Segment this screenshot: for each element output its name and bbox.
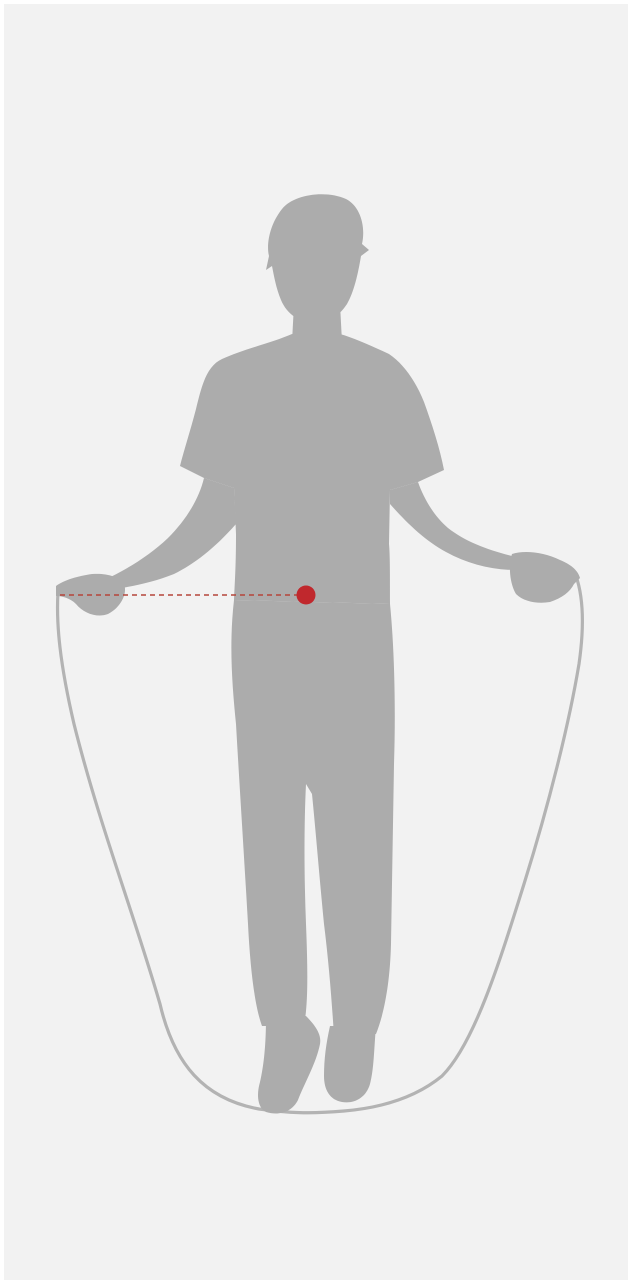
illustration-frame <box>4 4 628 1280</box>
jump-rope-illustration <box>4 4 628 1280</box>
person-silhouette-icon <box>56 194 580 1113</box>
center-of-mass-dot-icon <box>297 586 316 605</box>
